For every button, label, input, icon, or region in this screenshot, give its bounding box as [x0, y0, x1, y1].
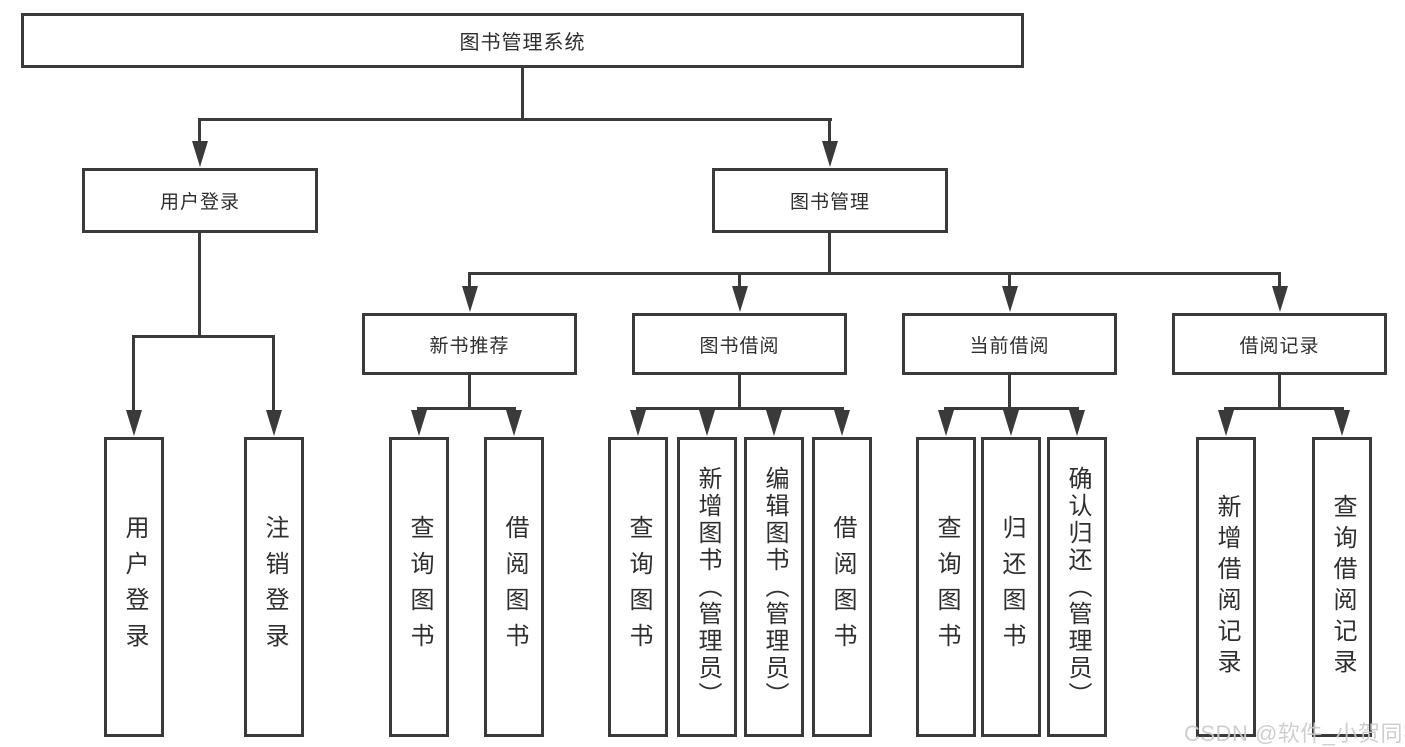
node-current-borrow-label: 当前借阅: [969, 335, 1050, 357]
node-book-management: 图书管理: [712, 168, 948, 233]
arrow-down-icon: [822, 141, 838, 167]
node-borrow-records-label: 借阅记录: [1239, 335, 1320, 357]
leaf-recommend-query-books: 查询图书: [389, 437, 449, 737]
connector-line: [521, 68, 524, 118]
node-user-login-label: 用户登录: [159, 192, 240, 213]
leaf-current-query-books-label: 查询图书: [933, 515, 960, 659]
arrow-down-icon: [630, 410, 646, 436]
connector-line: [417, 407, 516, 410]
leaf-edit-books-admin-label: 编辑图书（管理员）: [761, 465, 788, 709]
connector-line: [1278, 375, 1281, 410]
leaf-add-borrow-record: 新增借阅记录: [1196, 437, 1256, 737]
connector-line: [1224, 407, 1344, 410]
connector-line: [468, 272, 1281, 275]
leaf-borrow-query-books-label: 查询图书: [625, 515, 652, 659]
arrow-down-icon: [1218, 410, 1234, 436]
connector-line: [198, 233, 201, 338]
connector-line: [738, 375, 741, 410]
arrow-down-icon: [462, 286, 478, 312]
leaf-borrow-books: 借阅图书: [812, 437, 872, 737]
connector-line: [198, 118, 832, 121]
leaf-logout: 注销登录: [244, 437, 304, 737]
arrow-down-icon: [699, 410, 715, 436]
node-current-borrow: 当前借阅: [902, 313, 1117, 375]
leaf-recommend-borrow-books-label: 借阅图书: [501, 515, 528, 659]
node-new-book-recommend-label: 新书推荐: [429, 335, 510, 357]
arrow-down-icon: [834, 410, 850, 436]
connector-line: [738, 272, 741, 290]
leaf-query-borrow-record: 查询借阅记录: [1312, 437, 1372, 737]
arrow-down-icon: [411, 410, 427, 436]
leaf-confirm-return-admin-label: 确认归还（管理员）: [1064, 465, 1091, 709]
node-root: 图书管理系统: [21, 13, 1024, 68]
connector-line: [1278, 272, 1281, 290]
node-new-book-recommend: 新书推荐: [362, 313, 577, 375]
arrow-down-icon: [192, 141, 208, 167]
arrow-down-icon: [1334, 410, 1350, 436]
leaf-add-borrow-record-label: 新增借阅记录: [1213, 494, 1240, 680]
connector-line: [944, 407, 1079, 410]
leaf-borrow-query-books: 查询图书: [608, 437, 668, 737]
node-borrow-records: 借阅记录: [1172, 313, 1387, 375]
connector-line: [468, 272, 471, 290]
arrow-down-icon: [1003, 410, 1019, 436]
leaf-recommend-query-books-label: 查询图书: [406, 515, 433, 659]
arrow-down-icon: [126, 410, 142, 436]
connector-line: [1008, 375, 1011, 410]
node-user-login: 用户登录: [82, 168, 318, 233]
connector-line: [828, 233, 831, 275]
arrow-down-icon: [938, 410, 954, 436]
connector-line: [468, 375, 471, 410]
leaf-borrow-books-label: 借阅图书: [829, 515, 856, 659]
arrow-down-icon: [1272, 286, 1288, 312]
node-book-borrow-label: 图书借阅: [699, 335, 780, 357]
leaf-return-books-label: 归还图书: [998, 515, 1025, 659]
arrow-down-icon: [732, 286, 748, 312]
arrow-down-icon: [766, 410, 782, 436]
leaf-add-books-admin-label: 新增图书（管理员）: [694, 465, 721, 709]
node-book-management-label: 图书管理: [789, 192, 870, 213]
leaf-user-login-label: 用户登录: [121, 515, 148, 659]
leaf-edit-books-admin: 编辑图书（管理员）: [744, 437, 804, 737]
leaf-confirm-return-admin: 确认归还（管理员）: [1047, 437, 1107, 737]
arrow-down-icon: [1002, 286, 1018, 312]
leaf-logout-label: 注销登录: [261, 515, 288, 659]
csdn-watermark: CSDN @软件_小贺同学: [1184, 721, 1405, 746]
leaf-add-books-admin: 新增图书（管理员）: [677, 437, 737, 737]
connector-line: [132, 335, 135, 413]
connector-line: [198, 118, 201, 145]
connector-line: [272, 335, 275, 413]
connector-line: [828, 118, 831, 145]
arrow-down-icon: [1069, 410, 1085, 436]
connector-line: [132, 335, 275, 338]
arrow-down-icon: [266, 410, 282, 436]
node-book-borrow: 图书借阅: [632, 313, 847, 375]
leaf-current-query-books: 查询图书: [916, 437, 976, 737]
leaf-return-books: 归还图书: [981, 437, 1041, 737]
node-root-label: 图书管理系统: [459, 32, 586, 54]
leaf-recommend-borrow-books: 借阅图书: [484, 437, 544, 737]
connector-line: [636, 407, 844, 410]
leaf-user-login: 用户登录: [104, 437, 164, 737]
arrow-down-icon: [506, 410, 522, 436]
connector-line: [1008, 272, 1011, 290]
leaf-query-borrow-record-label: 查询借阅记录: [1329, 494, 1356, 680]
